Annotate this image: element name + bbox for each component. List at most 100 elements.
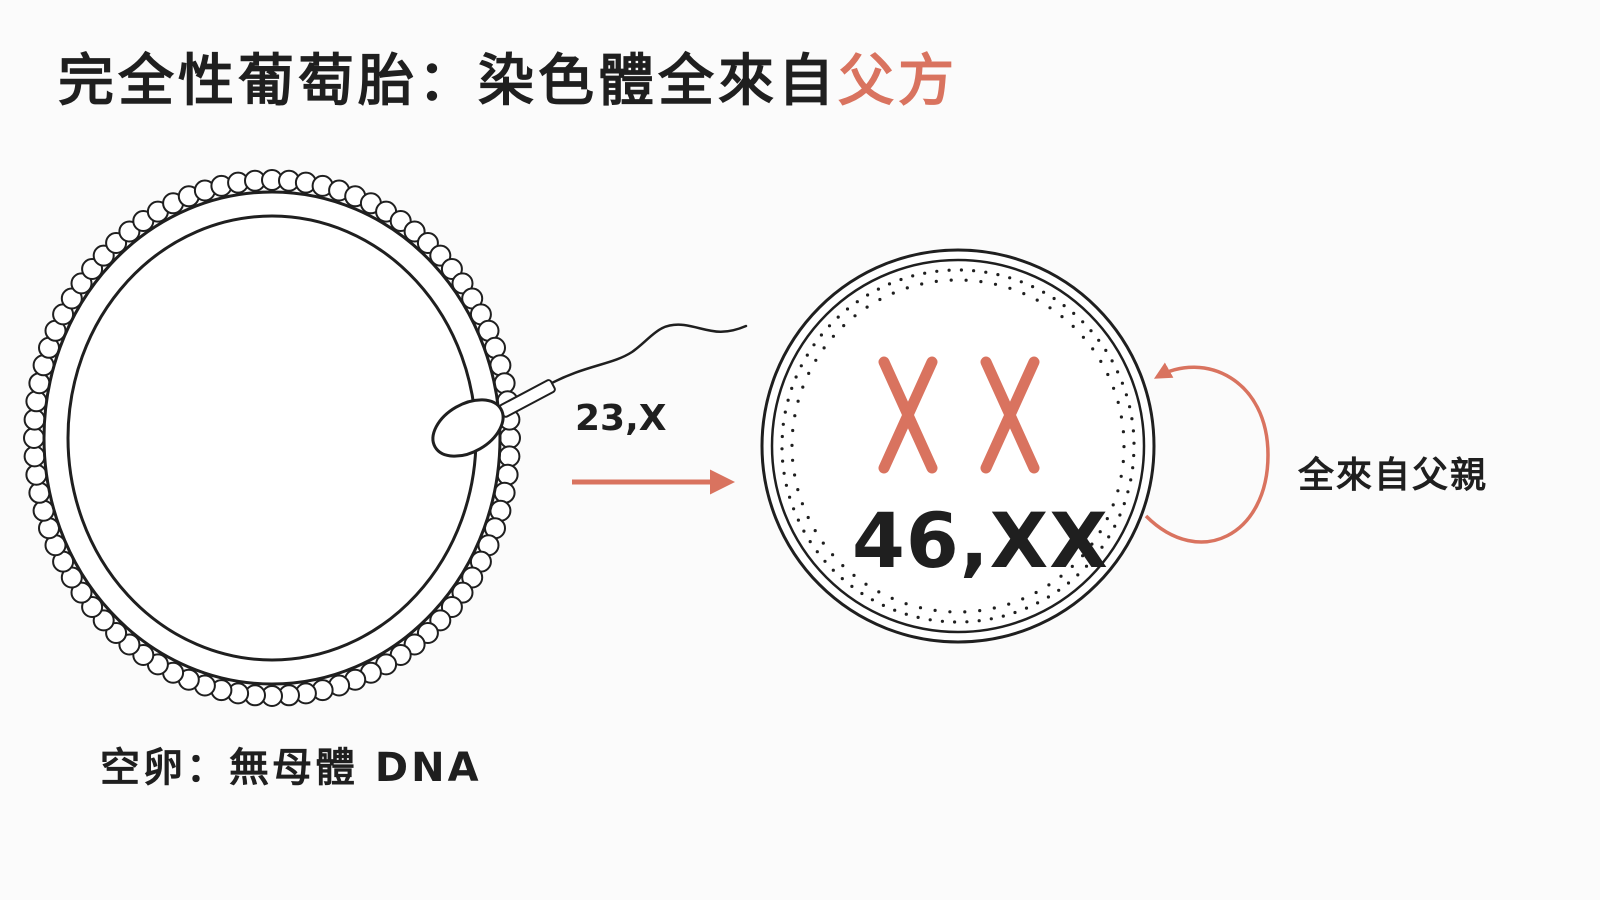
egg-membrane	[66, 214, 478, 662]
corona-cell	[28, 481, 51, 504]
zygote-cytoplasm-dots	[780, 268, 1136, 624]
cytoplasm-dot	[893, 608, 897, 612]
cytoplasm-dot	[899, 277, 903, 282]
sperm	[431, 323, 748, 458]
cytoplasm-dot	[949, 278, 953, 282]
cytoplasm-dot	[831, 553, 835, 557]
cytoplasm-dot	[1070, 564, 1074, 569]
chromosome-x-1	[878, 356, 938, 474]
cytoplasm-dot	[790, 386, 794, 390]
cytoplasm-dot	[799, 364, 803, 368]
diagram-title: 完全性葡萄胎：染色體全來自父方	[58, 36, 958, 117]
cytoplasm-dot	[1111, 503, 1115, 507]
cytoplasm-dot	[1081, 554, 1085, 558]
paternal-origin-loop-arrow	[1144, 362, 1270, 544]
corona-cell	[489, 354, 512, 377]
cytoplasm-dot	[1048, 306, 1052, 310]
cytoplasm-dot	[1093, 555, 1097, 559]
cytoplasm-dot	[1008, 276, 1012, 280]
cytoplasm-dot	[935, 269, 939, 273]
corona-cell	[23, 445, 46, 468]
cytoplasm-dot	[877, 590, 881, 594]
corona-cell	[499, 427, 521, 449]
cytoplasm-dot	[989, 617, 993, 621]
corona-cell	[25, 463, 48, 486]
cytoplasm-dot	[841, 564, 845, 568]
cytoplasm-dot	[993, 282, 998, 286]
cytoplasm-dot	[853, 314, 857, 318]
cytoplasm-dot	[815, 550, 819, 554]
empty-egg-label: 空卵：無母體 DNA	[100, 745, 482, 791]
cytoplasm-dot	[864, 582, 868, 586]
cytoplasm-dot	[796, 399, 800, 403]
cytoplasm-dot	[1031, 285, 1035, 289]
cytoplasm-dot	[784, 483, 789, 487]
cytoplasm-dot	[972, 269, 976, 273]
cytoplasm-dot	[881, 603, 886, 608]
cytoplasm-dot	[1130, 417, 1134, 421]
cytoplasm-dot	[845, 307, 850, 311]
cytoplasm-dot	[791, 428, 795, 433]
cytoplasm-dot	[992, 606, 996, 610]
cytoplasm-dot	[1035, 298, 1039, 302]
cytoplasm-dot	[1120, 381, 1124, 385]
cytoplasm-dot	[793, 414, 797, 418]
cytoplasm-dot	[1081, 335, 1085, 339]
cytoplasm-dot	[1081, 320, 1085, 324]
cytoplasm-dot	[1129, 478, 1133, 482]
cytoplasm-dot	[790, 443, 794, 447]
cytoplasm-dot	[792, 507, 796, 511]
cytoplasm-dot	[1071, 324, 1075, 328]
cytoplasm-dot	[1131, 429, 1135, 433]
cytoplasm-dot	[821, 541, 825, 545]
cytoplasm-dot	[1076, 573, 1080, 577]
cytoplasm-dot	[916, 615, 920, 620]
cytoplasm-dot	[813, 529, 817, 533]
cytoplasm-dot	[1007, 602, 1011, 606]
cytoplasm-dot	[1128, 405, 1132, 409]
corona-cell	[493, 481, 516, 504]
cytoplasm-dot	[1119, 415, 1123, 419]
sperm-tail	[546, 323, 748, 387]
cytoplasm-dot	[1052, 296, 1056, 301]
cytoplasm-dot	[791, 458, 795, 462]
zygote-karyotype-label: 46,XX	[852, 496, 1109, 585]
cytoplasm-dot	[948, 610, 952, 614]
cytoplasm-dot	[1131, 466, 1135, 470]
title-highlight: 父方	[838, 49, 958, 114]
cytoplasm-dot	[786, 398, 790, 402]
cytoplasm-dot	[1084, 564, 1089, 568]
cytoplasm-dot	[1022, 292, 1026, 296]
cytoplasm-dot	[978, 609, 982, 613]
cytoplasm-dot	[850, 584, 854, 589]
cytoplasm-dot	[1100, 545, 1104, 549]
title-main: 完全性葡萄胎：染色體全來自	[58, 49, 838, 114]
cytoplasm-dot	[781, 422, 785, 426]
sperm-karyotype-label: 23,X	[575, 398, 667, 439]
cytoplasm-dot	[1119, 474, 1123, 478]
zygote-inner-membrane	[770, 258, 1146, 634]
cytoplasm-dot	[1072, 311, 1076, 315]
corona-cell	[25, 390, 48, 413]
cytoplasm-dot	[947, 268, 951, 272]
cytoplasm-dot	[812, 343, 816, 347]
cytoplasm-dot	[802, 529, 806, 533]
cytoplasm-dot	[964, 278, 968, 282]
cytoplasm-dot	[1091, 347, 1095, 351]
cytoplasm-dot	[870, 598, 875, 602]
cytoplasm-dot	[1090, 542, 1094, 546]
cytoplasm-dot	[1013, 610, 1017, 615]
cytoplasm-dot	[1118, 513, 1122, 517]
cytoplasm-dot	[866, 293, 870, 297]
corona-cell	[28, 372, 51, 395]
cytoplasm-dot	[806, 515, 810, 520]
cytoplasm-dot	[977, 619, 981, 623]
cytoplasm-dot	[1116, 400, 1120, 404]
cytoplasm-dot	[842, 324, 846, 328]
cytoplasm-dot	[934, 279, 938, 283]
cytoplasm-dot	[1110, 359, 1114, 363]
corona-cell	[23, 427, 45, 449]
cytoplasm-dot	[1008, 286, 1012, 290]
cytoplasm-dot	[891, 291, 895, 295]
cytoplasm-dot	[823, 559, 827, 563]
